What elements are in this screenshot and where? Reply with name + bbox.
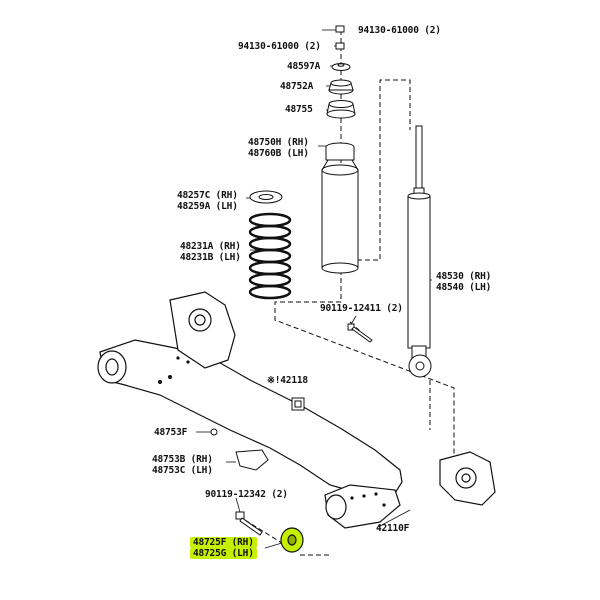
label-bump-stopper-lh: 48760B (LH) <box>248 148 309 159</box>
label-clip-42118: ※!42118 <box>267 375 308 386</box>
label-shock-absorber-lh: 48540 (LH) <box>436 282 492 293</box>
label-plug-48753f: 48753F <box>154 427 188 438</box>
label-coil-spring-lh: 48231B (LH) <box>180 252 241 263</box>
label-coil-spring-rh: 48231A (RH) <box>180 241 241 252</box>
label-washer-48597a: 48597A <box>287 61 321 72</box>
label-bushing-rh: 48725F (RH) <box>190 537 257 548</box>
label-nut-top-left: 94130-61000 (2) <box>238 41 321 52</box>
label-spring-seat-rh: 48257C (RH) <box>177 190 238 201</box>
label-bracket-rh: 48753B (RH) <box>152 454 213 465</box>
label-bracket-lh: 48753C (LH) <box>152 465 213 476</box>
label-bolt-12342: 90119-12342 (2) <box>205 489 288 500</box>
label-bolt-12411: 90119-12411 (2) <box>320 303 403 314</box>
label-bushing-lh: 48725G (LH) <box>190 548 257 559</box>
label-axle-beam-42110f: 42110F <box>376 523 410 534</box>
label-shock-absorber-rh: 48530 (RH) <box>436 271 492 282</box>
label-stopper-48755: 48755 <box>285 104 313 115</box>
label-bump-stopper-rh: 48750H (RH) <box>248 137 309 148</box>
label-cushion-48752a: 48752A <box>280 81 314 92</box>
label-spring-seat-lh: 48259A (LH) <box>177 201 238 212</box>
label-nut-top-right: 94130-61000 (2) <box>358 25 441 36</box>
